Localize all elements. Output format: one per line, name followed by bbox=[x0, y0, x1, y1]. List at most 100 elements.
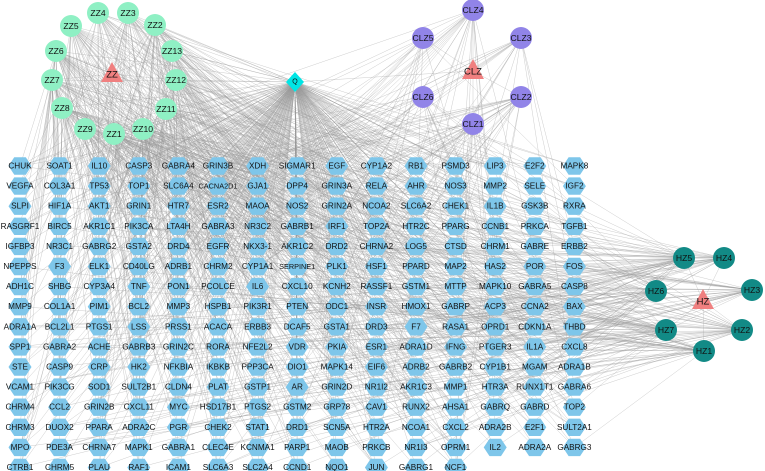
target-node-grin2b bbox=[87, 398, 111, 416]
target-label: HMOX1 bbox=[401, 302, 431, 311]
target-node-sigmar1 bbox=[285, 157, 309, 175]
target-node-cxcl10 bbox=[285, 277, 309, 296]
edge bbox=[495, 329, 667, 348]
edge bbox=[171, 50, 575, 187]
ingredient-node-zz13 bbox=[161, 40, 183, 62]
edge bbox=[495, 226, 753, 291]
target-node-scn5a bbox=[325, 418, 349, 436]
target-label: CCNB1 bbox=[481, 222, 509, 231]
edge bbox=[178, 286, 705, 352]
target-label: JUN bbox=[368, 463, 384, 471]
edge bbox=[19, 128, 86, 167]
target-label: DPP4 bbox=[287, 182, 309, 191]
edge bbox=[165, 108, 575, 287]
target-node-gsta1 bbox=[325, 318, 349, 336]
target-label: PPARD bbox=[402, 262, 430, 271]
target-node-nkx3-1 bbox=[246, 237, 270, 256]
edge bbox=[257, 257, 685, 448]
edge bbox=[99, 108, 167, 187]
edge bbox=[175, 79, 296, 83]
ingredient-node-zz11 bbox=[155, 98, 177, 120]
target-label: GSTM2 bbox=[283, 403, 312, 412]
edge bbox=[154, 24, 535, 327]
edge bbox=[171, 50, 296, 83]
edge bbox=[336, 9, 474, 167]
target-node-akr1c3 bbox=[404, 378, 428, 396]
target-label: PRSS1 bbox=[165, 322, 192, 331]
edge bbox=[294, 81, 535, 167]
target-node-chrna2 bbox=[364, 237, 388, 256]
target-node-adrb1 bbox=[166, 257, 190, 276]
target-label: IGF2 bbox=[565, 182, 584, 191]
target-label: MGAM bbox=[522, 363, 548, 372]
target-label: OPRM1 bbox=[441, 443, 471, 452]
edge bbox=[217, 96, 424, 167]
target-node-mmp2 bbox=[483, 177, 507, 195]
target-label: XDH bbox=[249, 162, 266, 171]
target-label: IL2 bbox=[490, 443, 502, 452]
target-node-rasgrf1 bbox=[8, 217, 32, 235]
edge bbox=[534, 165, 657, 292]
ingredient-node-zz10 bbox=[132, 118, 154, 140]
target-label: SULT2A1 bbox=[557, 423, 592, 432]
target-node-gabrg3 bbox=[562, 438, 586, 457]
target-label: LTA4H bbox=[166, 222, 190, 231]
target-node-il2 bbox=[483, 438, 507, 457]
ingredient-node-hz4 bbox=[713, 247, 735, 269]
target-label: LOG5 bbox=[405, 242, 427, 251]
target-label: RORA bbox=[206, 342, 230, 351]
target-label: SERPINE1 bbox=[279, 262, 315, 271]
target-label: GABRP bbox=[441, 302, 470, 311]
edge bbox=[175, 79, 298, 347]
target-label: GABRG2 bbox=[82, 242, 117, 251]
edge bbox=[59, 128, 144, 167]
edge bbox=[61, 107, 456, 408]
edge bbox=[294, 81, 456, 227]
target-label: CHRM3 bbox=[5, 423, 35, 432]
target-node-lta4h bbox=[166, 217, 190, 235]
edge bbox=[297, 226, 725, 259]
target-node-slc6a3 bbox=[206, 458, 230, 471]
target-label: TP53 bbox=[89, 182, 109, 191]
edge bbox=[294, 81, 575, 247]
target-label: CXCL2 bbox=[442, 423, 469, 432]
target-node-ccl2 bbox=[48, 398, 72, 416]
ingredient-label: HZ6 bbox=[648, 286, 664, 296]
target-label: PPARG bbox=[442, 222, 470, 231]
target-node-sult2a1 bbox=[562, 418, 586, 436]
target-label: NCOA2 bbox=[362, 202, 391, 211]
target-node-hsd17b1 bbox=[206, 398, 230, 416]
target-label: SOD1 bbox=[88, 383, 111, 392]
edge bbox=[336, 257, 685, 348]
edge bbox=[19, 79, 177, 227]
ingredient-label: ZZ13 bbox=[162, 46, 182, 56]
target-node-ncoa2 bbox=[364, 197, 388, 215]
target-node-chrm5 bbox=[48, 458, 72, 471]
edge bbox=[495, 226, 667, 331]
target-node-hspb1 bbox=[206, 298, 230, 316]
edge bbox=[19, 12, 129, 207]
ingredient-node-clz2 bbox=[510, 86, 532, 108]
target-node-f7 bbox=[404, 318, 428, 336]
target-label: NR3C2 bbox=[244, 222, 271, 231]
edge bbox=[217, 96, 522, 167]
target-label: MYC bbox=[169, 403, 187, 412]
edge bbox=[257, 81, 296, 388]
edge bbox=[61, 81, 296, 109]
target-node-gabrg1 bbox=[404, 458, 428, 471]
target-label: F3 bbox=[55, 262, 65, 271]
edge-layer bbox=[19, 9, 753, 468]
target-node-esr2 bbox=[206, 197, 230, 215]
target-node-gabra3 bbox=[206, 217, 230, 235]
ingredient-label: HZ2 bbox=[734, 325, 750, 335]
edge bbox=[574, 329, 667, 408]
target-node-chrm1 bbox=[483, 237, 507, 256]
target-label: AHR bbox=[407, 182, 424, 191]
target-node-col1a1 bbox=[48, 298, 72, 316]
target-label: ADRA1A bbox=[4, 322, 37, 331]
edge bbox=[142, 81, 296, 130]
target-node-runx1t1 bbox=[523, 378, 547, 396]
edge bbox=[336, 226, 753, 291]
target-label: RASSF1 bbox=[360, 282, 392, 291]
ingredient-node-clz5 bbox=[412, 27, 434, 49]
